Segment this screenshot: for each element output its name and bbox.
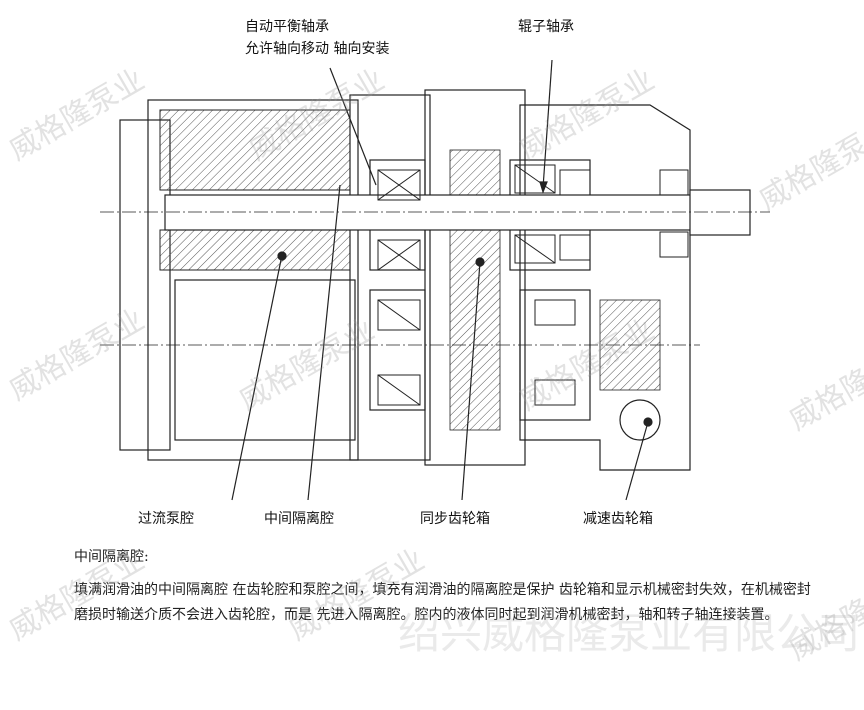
description-body: 填满润滑油的中间隔离腔 在齿轮腔和泵腔之间，填充有润滑油的隔离腔是保护 齿轮箱和… [74,582,811,623]
reduction-gearbox-housing [509,104,691,471]
label-pump-chamber: 过流泵腔 [138,511,194,527]
description-heading: 中间隔离腔: [74,549,149,565]
label-self-aligning-bearing: 自动平衡轴承 [245,19,329,35]
label-sync-gearbox: 同步齿轮箱 [420,511,490,527]
bearings [377,164,689,406]
pump-housing [119,99,359,461]
label-reduction-gearbox: 减速齿轮箱 [583,511,653,527]
label-isolation-chamber: 中间隔离腔 [264,511,334,527]
label-axial-movement: 允许轴向移动 轴向安装 [245,41,390,57]
leader-lines [231,59,653,501]
main-shaft [100,189,770,346]
label-roller-bearing: 辊子轴承 [518,19,574,35]
sync-gearbox-housing [424,89,526,466]
